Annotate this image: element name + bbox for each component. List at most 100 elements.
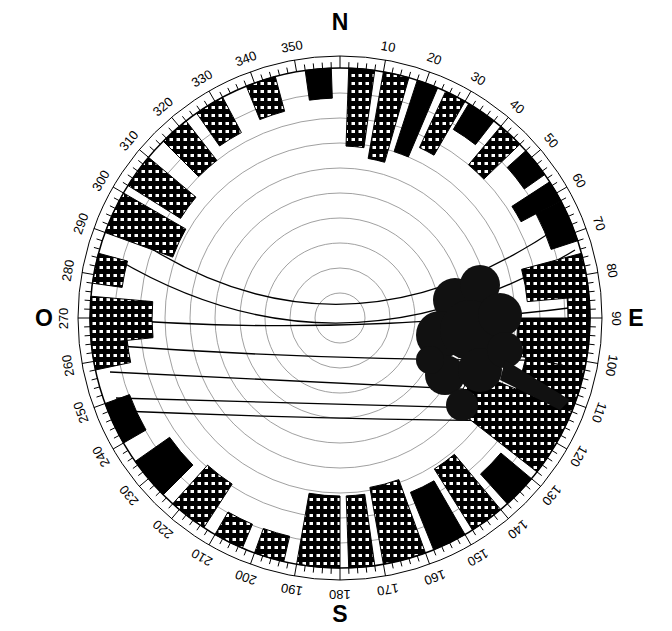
degree-tick [113, 443, 123, 449]
degree-label: 200 [233, 568, 258, 588]
degree-label: 300 [90, 167, 112, 192]
degree-tick [501, 510, 509, 519]
degree-tick [585, 265, 591, 266]
degree-tick [575, 404, 586, 408]
building-silhouette [522, 253, 589, 301]
building-silhouette [370, 480, 426, 565]
degree-tick [457, 539, 460, 544]
degree-tick [85, 300, 91, 301]
elevation-circle [115, 93, 565, 543]
degree-tick [572, 222, 578, 224]
degree-tick [590, 309, 596, 310]
degree-tick [578, 395, 584, 397]
degree-tick [590, 326, 596, 327]
degree-tick [557, 187, 567, 193]
degree-tick [557, 443, 567, 449]
degree-tick [169, 504, 173, 508]
degree-label: 310 [117, 128, 141, 153]
degree-tick [586, 361, 598, 363]
building-silhouette [254, 528, 289, 561]
degree-tick [442, 546, 444, 551]
degree-tick [228, 543, 231, 548]
degree-tick [374, 64, 376, 70]
degree-tick [507, 128, 511, 132]
degree-tick [340, 56, 341, 68]
degree-tick [568, 214, 573, 216]
degree-tick [589, 291, 595, 293]
degree-tick [287, 563, 288, 569]
building-silhouette [135, 437, 193, 494]
cardinal-label: N [332, 11, 349, 34]
degree-tick [204, 530, 207, 535]
degree-tick [110, 428, 115, 431]
degree-tick [580, 387, 586, 389]
degree-tick [106, 420, 111, 422]
degree-tick [357, 63, 358, 69]
degree-label: 210 [189, 546, 214, 568]
degree-tick [589, 344, 595, 346]
degree-label: 250 [71, 400, 91, 425]
degree-tick [520, 492, 524, 496]
degree-label: 70 [591, 215, 608, 233]
degree-tick [269, 558, 271, 564]
elevation-circles [115, 93, 565, 543]
degree-tick [417, 556, 419, 562]
degree-tick [532, 479, 541, 487]
building-silhouette [90, 296, 153, 344]
degree-label: 150 [465, 546, 490, 568]
degree-label: 260 [60, 354, 77, 378]
degree-tick [586, 273, 598, 275]
degree-tick [472, 101, 475, 106]
degree-tick [114, 435, 119, 438]
degree-tick [84, 326, 90, 327]
sun-path [130, 226, 560, 304]
degree-tick [392, 563, 393, 569]
degree-tick [204, 101, 207, 106]
degree-tick [162, 134, 166, 138]
degree-tick [542, 465, 547, 469]
degree-tick [383, 564, 385, 576]
degree-tick [261, 75, 263, 81]
degree-tick [123, 450, 128, 453]
degree-tick [182, 515, 186, 520]
degree-tick [250, 553, 254, 564]
degree-tick [295, 564, 297, 576]
degree-label: 110 [590, 400, 609, 424]
degree-tick [97, 239, 103, 241]
degree-tick [400, 70, 401, 76]
degree-tick [565, 428, 570, 431]
degree-tick [501, 117, 509, 126]
degree-tick [426, 72, 430, 83]
degree-label: 90 [610, 311, 623, 325]
degree-tick [565, 206, 570, 209]
degree-tick [139, 150, 148, 158]
degree-tick [450, 543, 453, 548]
degree-tick [128, 175, 133, 178]
degree-tick [514, 134, 518, 138]
elevation-circle [165, 143, 515, 493]
degree-tick [434, 550, 436, 556]
cardinal-label: E [628, 307, 643, 330]
degree-tick [442, 84, 444, 89]
building-silhouette [128, 157, 196, 218]
degree-tick [94, 247, 100, 249]
degree-tick [472, 530, 475, 535]
degree-tick [585, 370, 591, 371]
degree-tick [295, 60, 297, 72]
degree-tick [322, 63, 323, 69]
degree-tick [85, 344, 91, 346]
degree-tick [532, 150, 541, 158]
building-silhouette [305, 68, 332, 100]
degree-tick [228, 88, 231, 93]
degree-tick [278, 561, 279, 567]
degree-tick [85, 335, 91, 336]
degree-tick [113, 187, 123, 193]
degree-tick [138, 472, 143, 476]
degree-tick [220, 539, 223, 544]
degree-label: 50 [542, 131, 561, 150]
degree-label: 240 [90, 443, 112, 468]
degree-tick [494, 116, 498, 121]
degree-tick [304, 64, 306, 70]
cardinal-label: S [332, 603, 347, 626]
degree-tick [331, 62, 332, 68]
